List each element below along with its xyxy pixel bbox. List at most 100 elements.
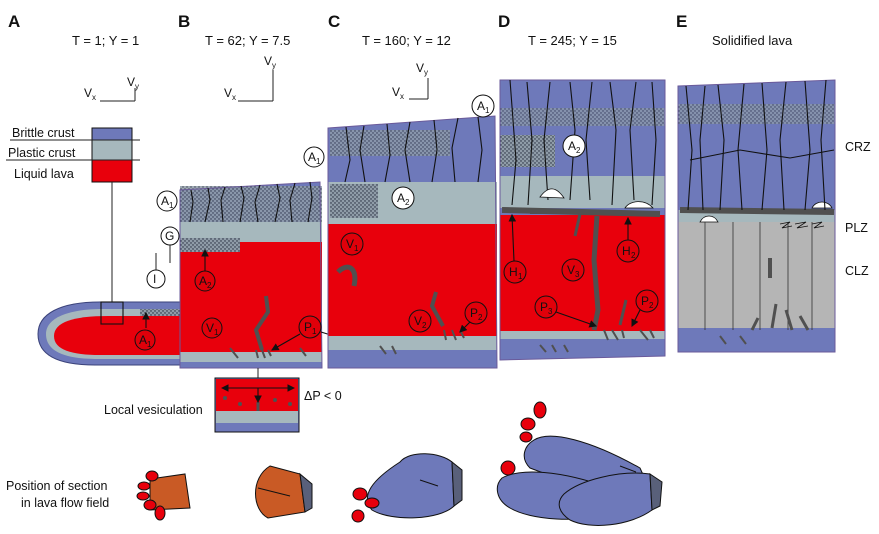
panel-c-time: T = 160; Y = 12	[362, 33, 451, 48]
vx-sub-c: x	[400, 92, 404, 101]
panel-letter-e: E	[676, 12, 687, 31]
inset-vesiculation: Local vesiculation ΔP < 0	[104, 368, 342, 433]
panel-letter-a: A	[8, 12, 20, 31]
marker-h1-text: H	[509, 265, 518, 279]
marker-a2-d	[562, 134, 586, 158]
legend-plastic-swatch	[91, 139, 133, 161]
marker-v1-c-text: V	[346, 237, 354, 251]
lobes-b	[255, 465, 313, 519]
marker-h2-sub: 2	[631, 251, 636, 260]
vx-label-c: V	[392, 85, 400, 99]
marker-a1-a	[134, 329, 156, 351]
position-line1: Position of section	[6, 479, 107, 493]
marker-a1-a-sub: 1	[147, 340, 152, 349]
panel-b: B T = 62; Y = 7.5 V x V y	[104, 12, 388, 519]
marker-p1-sub: 1	[312, 327, 317, 336]
panel-c: C T = 160; Y = 12 V x V y	[327, 12, 498, 523]
legend-liquid-label: Liquid lava	[14, 167, 74, 181]
marker-p3	[534, 295, 558, 319]
marker-v1-c-sub: 1	[354, 244, 359, 253]
lobe-blue-c	[366, 453, 455, 519]
section-e-solid	[678, 222, 835, 328]
markers-d: A 1 A 2 H 1 V 3 H 2 P 3 P 2	[471, 94, 659, 328]
lobes-c	[351, 453, 463, 523]
marker-p1-text: P	[304, 320, 312, 334]
lobe-cap-c	[451, 460, 463, 507]
legend-liquid-swatch	[91, 159, 133, 183]
marker-v3	[561, 258, 585, 282]
markers-c: A 2 V 1 V 2 P 2	[340, 186, 488, 333]
vy-label-b: V	[264, 54, 272, 68]
section-box	[100, 301, 124, 325]
panel-letter-c: C	[328, 12, 340, 31]
panel-e: E Solidified lava	[676, 12, 871, 353]
panel-d-time: T = 245; Y = 15	[528, 33, 617, 48]
panel-b-time: T = 62; Y = 7.5	[205, 33, 290, 48]
vy-sub-c: y	[424, 68, 428, 77]
dp-label: ΔP < 0	[304, 389, 342, 403]
zone-labels: CRZ PLZ CLZ	[845, 140, 871, 278]
panel-d: D T = 245; Y = 15	[471, 12, 666, 526]
marker-a1-b-text: A	[161, 194, 169, 208]
marker-a2-c	[391, 186, 415, 210]
marker-a2-d-sub: 2	[576, 146, 581, 155]
zone-clz: CLZ	[845, 264, 869, 278]
marker-p2-d	[635, 289, 659, 313]
marker-a1-d-text: A	[477, 99, 485, 113]
panel-a-time: T = 1; Y = 1	[72, 33, 139, 48]
marker-a2-c-text: A	[397, 191, 405, 205]
vx-label-b: V	[224, 86, 232, 100]
marker-v2	[408, 309, 432, 333]
marker-h2-text: H	[622, 244, 631, 258]
panel-letter-d: D	[498, 12, 510, 31]
section-e	[677, 79, 836, 353]
marker-h1	[503, 260, 527, 284]
marker-g-text: G	[165, 229, 174, 243]
marker-a1-d	[471, 94, 495, 118]
marker-p3-sub: 3	[548, 307, 553, 316]
lobes-d	[496, 401, 663, 526]
marker-a2-d-text: A	[568, 139, 576, 153]
zone-plz: PLZ	[845, 221, 868, 235]
marker-a1-b-sub: 1	[169, 201, 174, 210]
vy-sub-b: y	[272, 61, 276, 70]
flow-front-section-a: A 1	[37, 301, 181, 366]
zone-crz: CRZ	[845, 140, 871, 154]
vy-sub: y	[135, 82, 139, 91]
vy-label-c: V	[416, 61, 424, 75]
marker-v1-c	[340, 232, 364, 256]
marker-v1-b-text: V	[206, 321, 214, 335]
marker-p3-text: P	[540, 300, 548, 314]
position-line2: in lava flow field	[21, 496, 109, 510]
legend-brittle-swatch	[91, 127, 133, 141]
vx-sub: x	[92, 93, 96, 102]
panel-a: A T = 1; Y = 1 V x V y Brittle crust Pla…	[6, 12, 191, 521]
panel-e-title: Solidified lava	[712, 33, 793, 48]
marker-p2-c-text: P	[470, 306, 478, 320]
marker-a2-b-sub: 2	[207, 281, 212, 290]
marker-a2-c-sub: 2	[405, 198, 410, 207]
section-d	[499, 79, 666, 361]
marker-a1-d-sub: 1	[485, 106, 490, 115]
axes-indicator-b: V x V y	[224, 54, 276, 102]
vy-label: V	[127, 75, 135, 89]
legend-plastic-label: Plastic crust	[8, 146, 76, 160]
marker-p2-c	[464, 301, 488, 325]
marker-v1-b	[201, 317, 223, 339]
section-b-plastic	[180, 222, 322, 242]
marker-a1-b	[156, 190, 178, 212]
marker-p2-d-text: P	[641, 294, 649, 308]
vx-sub-b: x	[232, 93, 236, 102]
section-b-liquid	[180, 242, 322, 352]
lobes-a	[136, 470, 191, 521]
marker-a1-c-sub: 1	[316, 157, 321, 166]
marker-p2-d-sub: 2	[649, 301, 654, 310]
lobe-blue-d3	[558, 472, 653, 526]
lobe-cap-d	[649, 473, 663, 511]
local-vesiculation-label: Local vesiculation	[104, 403, 203, 417]
marker-a1-c-text: A	[308, 150, 316, 164]
marker-v2-text: V	[414, 314, 422, 328]
marker-i-text: I	[153, 272, 156, 286]
marker-a2-b-text: A	[199, 274, 207, 288]
